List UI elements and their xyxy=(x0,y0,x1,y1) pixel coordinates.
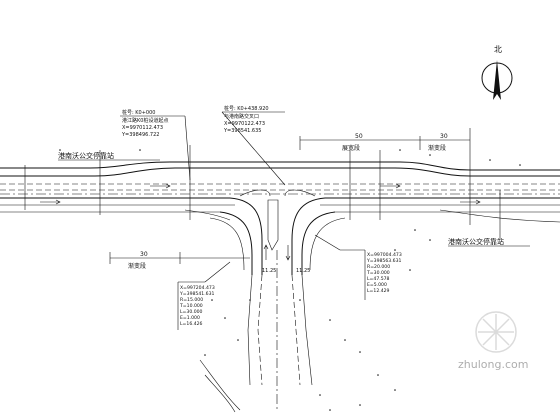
end-x: X=9970122.473 xyxy=(224,121,265,127)
survey-points xyxy=(59,149,521,411)
taper-top-label: 渐变段 xyxy=(428,144,446,152)
curve-table-right: X=997004.473 Y=398563.631 R=20.000 T=30.… xyxy=(314,234,402,300)
dim-top-50: 50 xyxy=(355,133,363,140)
side-road xyxy=(199,189,346,413)
right-curve-row-1: Y=398563.631 xyxy=(366,258,401,264)
watermark-logo-icon xyxy=(475,311,517,353)
start-y: Y=398496.722 xyxy=(121,132,159,138)
north-arrow: 北 xyxy=(481,45,513,100)
right-curve-row-2: R=20.000 xyxy=(367,264,390,270)
taper-bottom-label: 渐变段 xyxy=(128,262,146,270)
station-ticks xyxy=(24,145,501,240)
left-curve-row-4: L=30.000 xyxy=(180,309,203,315)
end-desc: 与港南路交叉口 xyxy=(224,113,259,120)
end-y: Y=398541.635 xyxy=(223,128,261,134)
left-curve-row-2: R=15.000 xyxy=(180,297,203,303)
left-curve-row-1: Y=398541.631 xyxy=(179,291,214,297)
start-desc: 港江路K0桩设道起点 xyxy=(122,117,168,124)
start-callout: 桩号: K0+000 港江路K0桩设道起点 X=9970112.473 Y=39… xyxy=(120,109,191,181)
left-curve-row-3: T=10.000 xyxy=(179,303,203,309)
bus-stop-upper-label: 港南沃公交停靠站 xyxy=(58,151,114,160)
dim-bottom-30: 30 xyxy=(140,251,148,258)
right-curve-row-0: X=997004.473 xyxy=(367,252,402,258)
dim-offset-b: 11.25 xyxy=(296,268,310,274)
right-curve-row-6: L=12.429 xyxy=(367,288,390,294)
right-curve-row-4: L=47.578 xyxy=(367,276,390,282)
curve-table-left: X=997204.473 Y=398541.631 R=15.000 T=10.… xyxy=(177,261,231,330)
start-station: 桩号: K0+000 xyxy=(122,109,155,116)
bus-stop-lower-label: 港南沃公交停靠站 xyxy=(448,237,504,246)
watermark-text: zhulong.com xyxy=(458,358,528,371)
dim-top-30: 30 xyxy=(440,133,448,140)
watermark: zhulong.com xyxy=(458,311,528,371)
right-curve-row-3: T=30.000 xyxy=(366,270,390,276)
north-label: 北 xyxy=(494,45,502,54)
right-curve-row-5: E=5.000 xyxy=(367,282,387,288)
north-arrow-needle xyxy=(493,60,501,100)
dim-offset-a: 11.25 xyxy=(262,268,276,274)
start-x: X=9970112.473 xyxy=(122,125,163,131)
left-curve-row-5: E=1.000 xyxy=(180,315,200,321)
left-curve-row-0: X=997204.473 xyxy=(180,285,215,291)
merge-lane-top-label: 展宽段 xyxy=(342,144,360,152)
top-dimension: 50 30 展宽段 渐变段 xyxy=(299,128,471,152)
main-road xyxy=(0,161,560,223)
bottom-dimension: 30 渐变段 11.25 11.25 xyxy=(109,251,310,274)
end-station: 桩号: K0+438.920 xyxy=(224,105,269,112)
end-callout: 桩号: K0+438.920 与港南路交叉口 X=9970122.473 Y=3… xyxy=(221,105,286,186)
left-curve-row-6: L=16.426 xyxy=(180,321,203,327)
